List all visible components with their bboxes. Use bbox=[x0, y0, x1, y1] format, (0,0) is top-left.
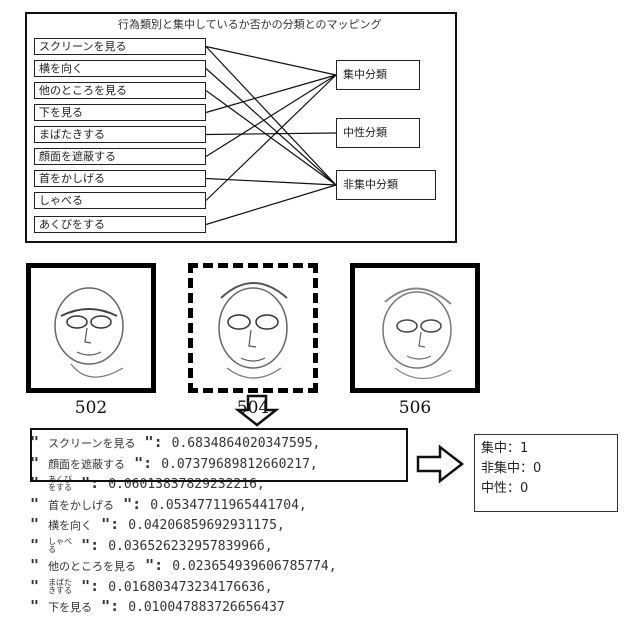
result-separator: ： bbox=[520, 461, 533, 476]
score-row: " 他のところを見る ": 0.023654939606785774, bbox=[30, 555, 450, 576]
result-row: 非集中：0 bbox=[481, 459, 611, 479]
score-action: 下を見る bbox=[48, 598, 92, 619]
quote-mark: " bbox=[30, 597, 48, 615]
score-row: " まばたきする ": 0.016803473234176636, bbox=[30, 576, 450, 597]
result-row: 集中：1 bbox=[481, 439, 611, 459]
score-action: しゃべる bbox=[48, 538, 72, 554]
behavior-box: 顔面を遮蔽する bbox=[34, 148, 206, 165]
class-box: 中性分類 bbox=[336, 118, 420, 148]
face-label-504: 504 bbox=[188, 398, 318, 418]
result-separator: ： bbox=[507, 441, 520, 456]
quote-mark: ": bbox=[92, 597, 128, 615]
behavior-box: 下を見る bbox=[34, 104, 206, 121]
score-row: " 首をかしげる ": 0.05347711965441704, bbox=[30, 494, 450, 515]
behavior-box: スクリーンを見る bbox=[34, 38, 206, 55]
score-action: 首をかしげる bbox=[48, 496, 114, 517]
quote-mark: ": bbox=[92, 515, 128, 533]
face-sketch-icon bbox=[355, 268, 475, 388]
face-image-502 bbox=[26, 263, 156, 393]
quote-mark: " bbox=[30, 515, 48, 533]
result-separator: ： bbox=[507, 481, 520, 496]
quote-mark: ": bbox=[114, 495, 150, 513]
score-row: " しゃべる ": 0.03652623295783996б, bbox=[30, 535, 450, 556]
quote-mark: ": bbox=[72, 577, 108, 595]
result-value: 0 bbox=[520, 481, 528, 496]
behavior-box: しゃべる bbox=[34, 192, 206, 209]
quote-mark: " bbox=[30, 577, 48, 595]
class-box: 集中分類 bbox=[336, 60, 420, 90]
score-row: " 下を見る ": 0.010047883726656437 bbox=[30, 596, 450, 617]
score-row: " 横を向く ": 0.04206859692931175, bbox=[30, 514, 450, 535]
quote-mark: " bbox=[30, 495, 48, 513]
result-value: 0 bbox=[533, 461, 541, 476]
behavior-box: 横を向く bbox=[34, 60, 206, 77]
behavior-box: 首をかしげる bbox=[34, 170, 206, 187]
quote-mark: " bbox=[30, 556, 48, 574]
result-value: 1 bbox=[520, 441, 528, 456]
face-image-506 bbox=[350, 263, 480, 393]
result-label: 非集中 bbox=[481, 461, 520, 476]
score-action: 横を向く bbox=[48, 516, 92, 537]
score-action: 他のところを見る bbox=[48, 557, 136, 578]
score-value: 0.016803473234176636, bbox=[108, 580, 272, 595]
result-box: 集中：1非集中：0中性：0 bbox=[474, 434, 618, 512]
quote-mark: " bbox=[30, 536, 48, 554]
score-value: 0.04206859692931175, bbox=[128, 518, 285, 533]
face-label-502: 502 bbox=[26, 398, 156, 418]
score-value: 0.03652623295783996б, bbox=[108, 539, 272, 554]
face-image-504 bbox=[188, 263, 318, 393]
behavior-box: あくびをする bbox=[34, 216, 206, 233]
face-sketch-icon bbox=[31, 268, 151, 388]
result-label: 集中 bbox=[481, 441, 507, 456]
score-value: 0.010047883726656437 bbox=[128, 600, 285, 615]
face-label-506: 506 bbox=[350, 398, 480, 418]
score-action: まばたきする bbox=[48, 579, 72, 595]
behavior-box: 他のところを見る bbox=[34, 82, 206, 99]
score-value: 0.05347711965441704, bbox=[150, 498, 307, 513]
quote-mark: ": bbox=[136, 556, 172, 574]
quote-mark: ": bbox=[72, 536, 108, 554]
result-label: 中性 bbox=[481, 481, 507, 496]
face-sketch-icon bbox=[193, 268, 313, 388]
mapping-title: 行為類別と集中しているか否かの分類とのマッピング bbox=[118, 16, 382, 32]
top-scores-highlight bbox=[30, 428, 408, 482]
behavior-box: まばたきする bbox=[34, 126, 206, 143]
result-row: 中性：0 bbox=[481, 479, 611, 499]
class-box: 非集中分類 bbox=[336, 170, 436, 200]
score-value: 0.023654939606785774, bbox=[172, 559, 336, 574]
